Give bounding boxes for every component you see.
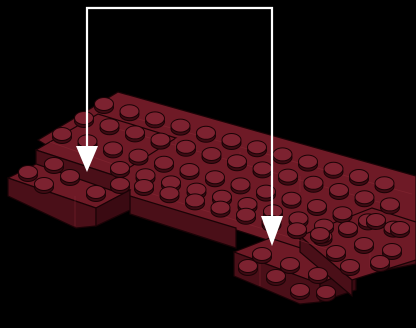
stud (111, 178, 130, 194)
stud (239, 260, 258, 276)
stud (367, 214, 386, 230)
stud (202, 148, 221, 164)
stud (282, 192, 301, 208)
stud (206, 171, 225, 187)
stud (100, 119, 119, 135)
stud (375, 177, 394, 193)
stud (299, 155, 318, 171)
stud (237, 208, 256, 224)
stud (160, 187, 179, 203)
stud (151, 133, 170, 149)
stud (228, 155, 247, 171)
stud (248, 141, 267, 157)
stud (61, 170, 80, 186)
stud (288, 223, 307, 239)
stud (146, 112, 165, 128)
stud (324, 162, 343, 178)
stud (330, 184, 349, 200)
stud (177, 140, 196, 156)
stud (211, 201, 230, 217)
stud (341, 260, 360, 276)
stud (104, 142, 123, 158)
brick-assembly (8, 92, 416, 304)
stud (231, 178, 250, 194)
stud (19, 166, 38, 182)
stud (120, 105, 139, 121)
stud (355, 238, 374, 254)
stud (381, 198, 400, 214)
stud (135, 180, 154, 196)
stud (95, 98, 114, 114)
stud (171, 119, 190, 135)
stud (308, 200, 327, 216)
stud (309, 268, 328, 284)
stud (253, 162, 272, 178)
stud (253, 248, 272, 264)
stud (279, 169, 298, 185)
stud (126, 126, 145, 142)
stud (186, 194, 205, 210)
stud (333, 207, 352, 223)
stud (311, 228, 330, 244)
stud (327, 246, 346, 262)
stud (291, 284, 310, 300)
stud (111, 162, 130, 178)
stud (281, 258, 300, 274)
stud (355, 191, 374, 207)
stud (45, 158, 64, 174)
stud (339, 222, 358, 238)
stud (75, 112, 94, 128)
stud (391, 222, 410, 238)
stud (267, 270, 286, 286)
stud (129, 149, 148, 165)
stud (180, 164, 199, 180)
stud (53, 128, 72, 144)
stud (222, 134, 241, 150)
stud (350, 170, 369, 186)
stud (273, 148, 292, 164)
stud (371, 256, 390, 272)
stud (197, 126, 216, 142)
stud (87, 186, 106, 202)
stud (155, 156, 174, 172)
stud (317, 286, 336, 302)
stud (35, 178, 54, 194)
stud (304, 176, 323, 192)
